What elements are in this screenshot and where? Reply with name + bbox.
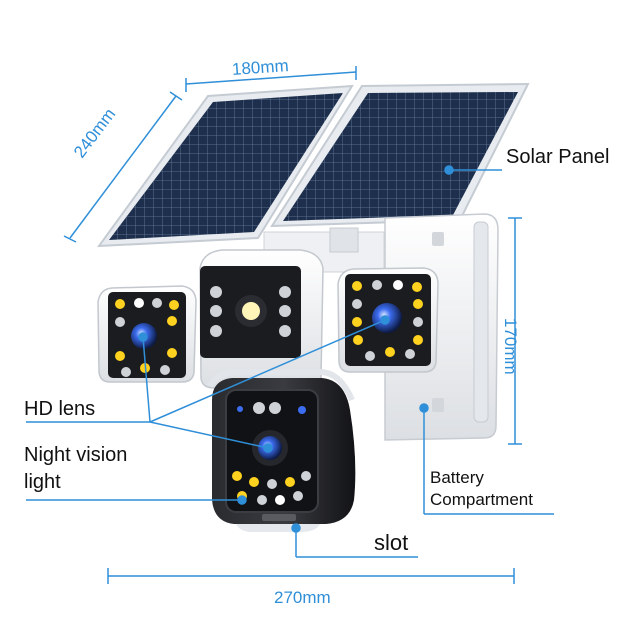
hd-lens-label: HD lens — [24, 398, 96, 420]
top-width-label: 180mm — [231, 56, 290, 79]
solar-panel-label: Solar Panel — [506, 146, 610, 168]
night-vision-label-line2: light — [24, 471, 61, 493]
battery-label-line2: Compartment — [430, 490, 533, 509]
bottom-width-label: 270mm — [274, 588, 331, 607]
callout-lines — [26, 165, 554, 558]
dimension-lines — [63, 66, 522, 584]
solar-panels — [96, 82, 530, 248]
center-camera-module — [199, 249, 324, 389]
left-camera-module — [97, 285, 197, 383]
body-height-label: 170mm — [501, 318, 520, 375]
night-vision-label-line1: Night vision — [24, 444, 128, 466]
ptz-dome-camera — [207, 369, 356, 532]
battery-label-line1: Battery — [430, 468, 484, 487]
sd-card-slot — [262, 514, 296, 521]
slot-label: slot — [374, 530, 409, 555]
